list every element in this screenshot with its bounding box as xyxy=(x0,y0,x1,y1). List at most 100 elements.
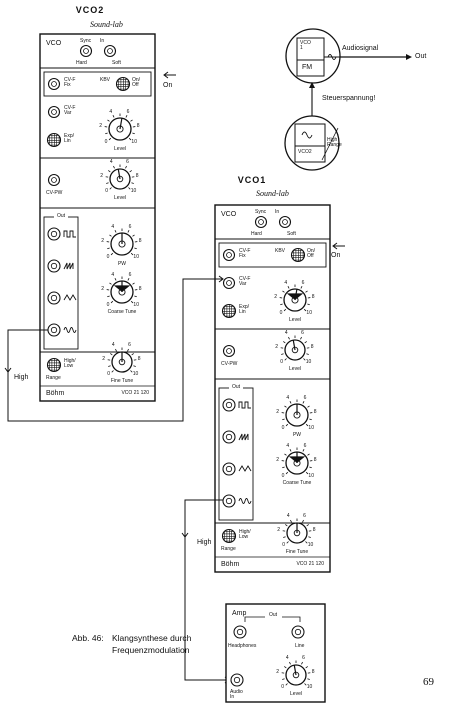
knob-tick xyxy=(110,353,113,356)
knob-label: Fine Tune xyxy=(285,549,309,555)
tri-out-jack[interactable] xyxy=(222,462,236,476)
range-switch[interactable] xyxy=(221,528,237,544)
knob-scale-label: 0 xyxy=(282,542,286,549)
exp-lin-switch[interactable] xyxy=(46,132,62,148)
pw-knob[interactable] xyxy=(106,228,138,256)
control-voltage-label: Steuerspannung! xyxy=(322,95,376,102)
sound-lab-logo: Sound-lab xyxy=(90,20,123,29)
amp-panel xyxy=(225,603,326,703)
arrow-head-icon xyxy=(406,54,412,60)
knob-scale-label: 10 xyxy=(133,301,139,308)
knob-scale-label: 2 xyxy=(276,668,279,675)
range-switch[interactable] xyxy=(46,357,62,373)
knob-scale-label: 4 xyxy=(285,655,289,662)
keyboard-section xyxy=(218,242,327,268)
knob-tick xyxy=(302,449,305,452)
knob-label: Level xyxy=(290,691,302,697)
amp-module-name: Amp xyxy=(232,610,247,617)
knob-scale-label: 4 xyxy=(284,279,288,286)
fine-tune-knob[interactable] xyxy=(282,518,312,544)
cv-pw-jack[interactable] xyxy=(47,173,61,187)
knob-tick xyxy=(109,234,112,237)
kbv-switch[interactable] xyxy=(115,76,131,92)
knob-scale-label: 4 xyxy=(286,394,290,401)
knob-tick xyxy=(309,418,312,421)
hard-label: Hard xyxy=(251,231,262,237)
knob-tick xyxy=(300,286,303,289)
tri-out-jack[interactable] xyxy=(47,291,61,305)
range-slash xyxy=(321,127,339,161)
audio-in-jack[interactable] xyxy=(230,673,244,687)
saw-out-jack[interactable] xyxy=(47,259,61,273)
headphones-jack[interactable] xyxy=(233,625,247,639)
saw-wave-icon xyxy=(63,262,74,270)
knob-tick xyxy=(114,278,117,281)
fine-tune-knob[interactable] xyxy=(107,347,137,373)
level-knob[interactable] xyxy=(104,113,136,141)
square-out-jack[interactable] xyxy=(47,227,61,241)
square-out-jack[interactable] xyxy=(222,398,236,412)
amp-out-label: Out xyxy=(268,612,278,618)
amp-level-knob[interactable] xyxy=(281,660,311,686)
sync-soft-jack[interactable] xyxy=(278,215,292,229)
range-label: Range xyxy=(46,375,61,381)
cv-f-var-jack[interactable] xyxy=(47,105,61,119)
knob-tick xyxy=(289,661,291,665)
cv-f-fix-jack[interactable] xyxy=(222,248,236,262)
square-wave-icon xyxy=(238,401,251,409)
knob-tick xyxy=(113,165,115,169)
level-knob[interactable] xyxy=(279,284,311,312)
caption-line-2: Frequenzmodulation xyxy=(112,645,190,655)
knob-tick xyxy=(128,187,131,190)
coarse-tune-knob[interactable] xyxy=(281,447,313,475)
model-number: VCO 21 120 xyxy=(296,561,324,567)
saw-out-jack[interactable] xyxy=(222,430,236,444)
kbv-switch[interactable] xyxy=(290,247,306,263)
sync-soft-jack-socket xyxy=(282,219,288,225)
knob-label: Fine Tune xyxy=(110,378,134,384)
sine-out-jack[interactable] xyxy=(222,494,236,508)
line-label: Line xyxy=(295,643,305,649)
knob-scale-label: 4 xyxy=(286,513,290,520)
knob-scale-label: 6 xyxy=(126,159,129,166)
square-out-jack-socket xyxy=(50,230,58,238)
sync-hard-jack[interactable] xyxy=(254,215,268,229)
cv-pw-level-knob[interactable] xyxy=(105,164,135,190)
page-number: 69 xyxy=(423,676,434,688)
out-label: Out xyxy=(56,213,66,219)
cv-pw-jack[interactable] xyxy=(222,344,236,358)
out-label: Out xyxy=(231,384,241,390)
knob-tick xyxy=(108,365,111,367)
exp-lin-label: Exp/ Lin xyxy=(64,133,75,144)
vco2-title: VCO2 xyxy=(75,5,105,15)
knob-tick xyxy=(283,308,287,312)
knob-tick xyxy=(129,170,132,173)
knob-scale-label: 10 xyxy=(307,542,314,549)
knob-tick xyxy=(132,132,135,135)
sine-out-jack[interactable] xyxy=(47,323,61,337)
knob-tick xyxy=(131,182,134,184)
audio-in-jack-socket xyxy=(233,676,241,684)
pw-knob[interactable] xyxy=(281,399,313,427)
out-label-bg xyxy=(54,213,68,221)
knob-scale-label: 8 xyxy=(138,285,142,292)
knob-tick xyxy=(285,524,288,527)
line-jack[interactable] xyxy=(291,625,305,639)
exp-lin-switch[interactable] xyxy=(221,303,237,319)
knob-scale-label: 2 xyxy=(99,122,102,129)
cv-f-fix-jack[interactable] xyxy=(47,77,61,91)
sync-hard-jack[interactable] xyxy=(79,44,93,58)
sync-soft-jack[interactable] xyxy=(103,44,117,58)
cv-f-var-jack[interactable] xyxy=(222,276,236,290)
knob-tick xyxy=(282,678,285,680)
cv-pw-level-knob[interactable] xyxy=(280,335,310,361)
knob-tick xyxy=(305,290,308,293)
kbv-label: KBV xyxy=(275,248,286,254)
knob-scale-label: 2 xyxy=(277,526,280,533)
knob-tick xyxy=(282,466,285,469)
range-label: Range xyxy=(221,546,236,552)
boehm-logo: Böhm xyxy=(221,561,240,568)
coarse-tune-knob[interactable] xyxy=(106,276,138,304)
high-low-label: High/ Low xyxy=(64,358,76,369)
knob-tick xyxy=(301,661,303,665)
